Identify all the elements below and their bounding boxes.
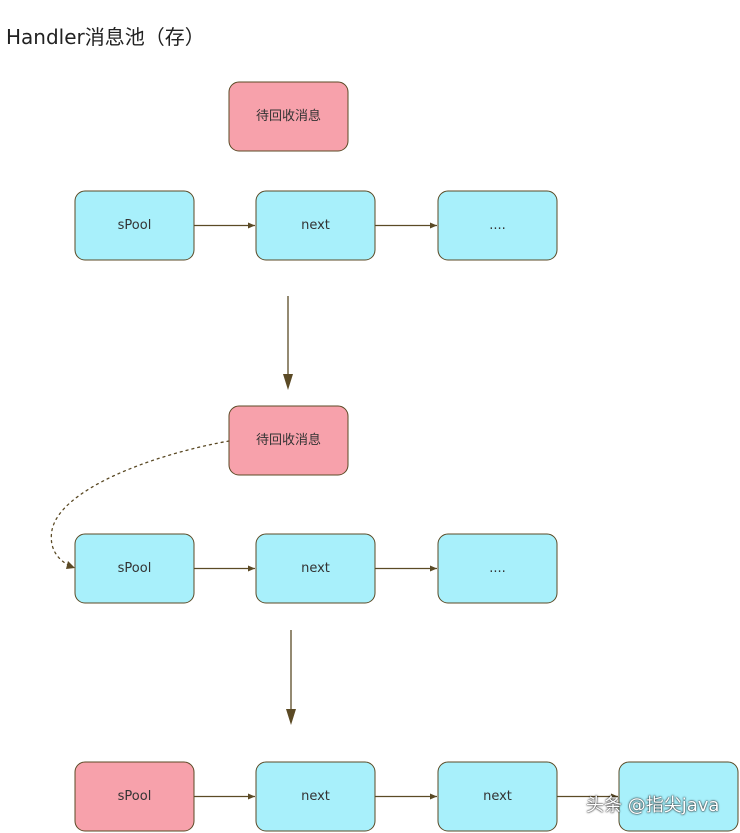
end-node-3 — [618, 761, 739, 832]
recycle-message-label-1: 待回收消息 — [256, 108, 321, 124]
page-title: Handler消息池（存） — [6, 25, 205, 49]
spool-label-2: sPool — [118, 561, 152, 576]
watermark: 头条 @指尖java — [586, 795, 720, 816]
spool-node-2: sPool — [74, 533, 195, 604]
spool-node-3: sPool — [74, 761, 195, 832]
transition-arrow-head-1 — [283, 374, 293, 390]
more-label-2: .... — [489, 561, 506, 576]
more-node-2: .... — [437, 533, 558, 604]
next-label-1: next — [301, 218, 330, 233]
dotted-link-message-to-spool — [50, 440, 230, 567]
more-node-1: .... — [437, 190, 558, 261]
recycle-message-box-2: 待回收消息 — [228, 405, 349, 476]
next-node-3b: next — [437, 761, 558, 832]
recycle-message-box-1: 待回收消息 — [228, 81, 349, 152]
more-label-1: .... — [489, 218, 506, 233]
spool-node-1: sPool — [74, 190, 195, 261]
next-label-2: next — [301, 561, 330, 576]
spool-label-1: sPool — [118, 218, 152, 233]
next-node-3a: next — [255, 761, 376, 832]
recycle-message-label-2: 待回收消息 — [256, 432, 321, 448]
next-node-1: next — [255, 190, 376, 261]
next-label-3a: next — [301, 789, 330, 804]
next-node-2: next — [255, 533, 376, 604]
dotted-link-arrow-head — [66, 561, 75, 569]
spool-label-3: sPool — [118, 789, 152, 804]
transition-arrow-head-2 — [286, 709, 296, 725]
next-label-3b: next — [483, 789, 512, 804]
